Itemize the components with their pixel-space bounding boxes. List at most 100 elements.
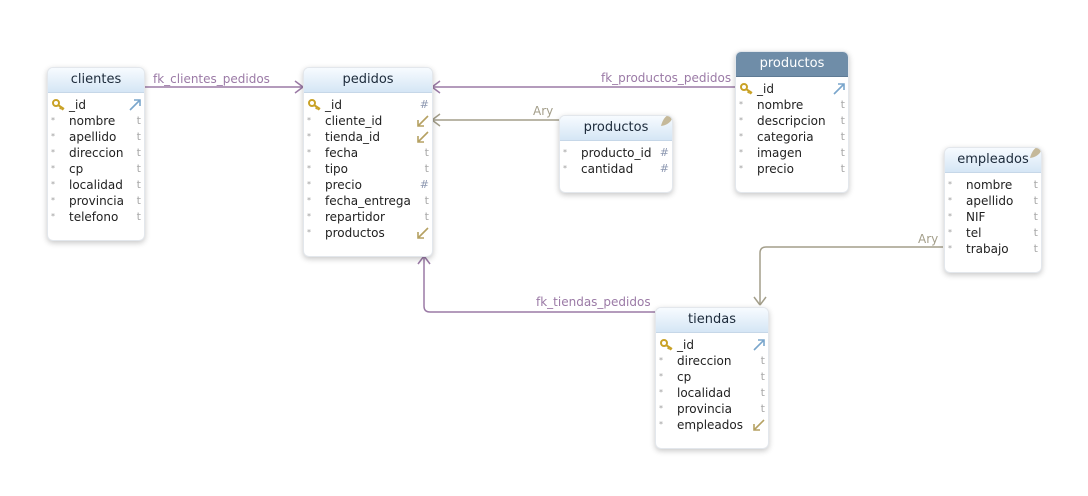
- foreign-key-arrow-icon: [417, 227, 429, 239]
- table-header-tiendas[interactable]: tiendas: [656, 308, 768, 333]
- field-name: descripcion: [757, 114, 826, 128]
- field-type: t: [424, 194, 429, 207]
- field-type: t: [840, 146, 845, 159]
- table-header-pedidos[interactable]: pedidos: [304, 68, 432, 93]
- field-type: t: [840, 114, 845, 127]
- field-name: direccion: [677, 354, 732, 368]
- field-type: t: [1033, 210, 1038, 223]
- field-name: _id: [325, 98, 342, 112]
- table-header-clientes[interactable]: clientes: [48, 68, 144, 93]
- link-array-empleados[interactable]: [759, 246, 943, 305]
- table-header-productos[interactable]: productos: [736, 52, 848, 77]
- field-row[interactable]: _id: [736, 81, 848, 97]
- field-name: cliente_id: [325, 114, 383, 128]
- field-name: precio: [757, 162, 794, 176]
- field-type: t: [136, 114, 141, 127]
- table-pedidos[interactable]: pedidos _id # *cliente_id *tienda_id *fe…: [303, 67, 433, 257]
- field-name: tel: [966, 226, 982, 240]
- field-type: t: [424, 162, 429, 175]
- field-name: provincia: [69, 194, 124, 208]
- field-type: t: [840, 98, 845, 111]
- field-type: t: [760, 386, 765, 399]
- field-name: nombre: [69, 114, 116, 128]
- table-header-empleados[interactable]: empleados: [945, 148, 1041, 173]
- field-type: #: [419, 98, 429, 111]
- label-fk-tiendas-pedidos: fk_tiendas_pedidos: [536, 295, 651, 309]
- field-type: t: [136, 130, 141, 143]
- table-header-productos-embedded[interactable]: productos: [560, 116, 672, 141]
- field-row[interactable]: *cantidad#: [563, 162, 669, 176]
- leaf-note-icon: [661, 116, 672, 126]
- crowfoot-array-productos: [431, 113, 441, 127]
- field-name: nombre: [757, 98, 804, 112]
- crowfoot-pedidos-left: [294, 80, 304, 94]
- field-name: cantidad: [581, 162, 634, 176]
- field-row[interactable]: _id: [48, 97, 144, 113]
- field-type: t: [1033, 226, 1038, 239]
- field-type: #: [659, 146, 669, 159]
- foreign-key-arrow-icon: [417, 131, 429, 143]
- field-type: t: [760, 354, 765, 367]
- field-row[interactable]: *cliente_id: [304, 113, 432, 129]
- field-type: t: [136, 194, 141, 207]
- field-name: fecha: [325, 146, 359, 160]
- field-name: empleados: [677, 418, 743, 432]
- link-fk-tiendas-pedidos[interactable]: [423, 256, 655, 313]
- field-row[interactable]: *precio#: [307, 178, 429, 192]
- field-type: t: [136, 162, 141, 175]
- field-type: t: [136, 146, 141, 159]
- field-name: tipo: [325, 162, 348, 176]
- field-row[interactable]: *empleados: [656, 417, 768, 433]
- label-ary-empleados: Ary: [918, 232, 938, 246]
- table-productos-embedded[interactable]: productos *producto_id# *cantidad#: [559, 115, 673, 193]
- field-type: #: [419, 178, 429, 191]
- field-name: repartidor: [325, 210, 385, 224]
- primary-key-icon: [740, 83, 753, 95]
- field-row[interactable]: *producto_id#: [563, 146, 669, 160]
- field-row[interactable]: _id: [656, 337, 768, 353]
- field-row[interactable]: _id #: [304, 97, 432, 113]
- field-name: direccion: [69, 146, 124, 160]
- field-row[interactable]: *productos: [304, 225, 432, 241]
- field-name: cp: [69, 162, 84, 176]
- field-type: t: [840, 162, 845, 175]
- field-name: telefono: [69, 210, 119, 224]
- field-type: t: [424, 146, 429, 159]
- label-fk-productos-pedidos: fk_productos_pedidos: [601, 71, 731, 85]
- field-name: imagen: [757, 146, 802, 160]
- label-ary-productos: Ary: [533, 104, 553, 118]
- field-name: _id: [69, 98, 86, 112]
- field-row[interactable]: *tienda_id: [304, 129, 432, 145]
- field-type: t: [424, 210, 429, 223]
